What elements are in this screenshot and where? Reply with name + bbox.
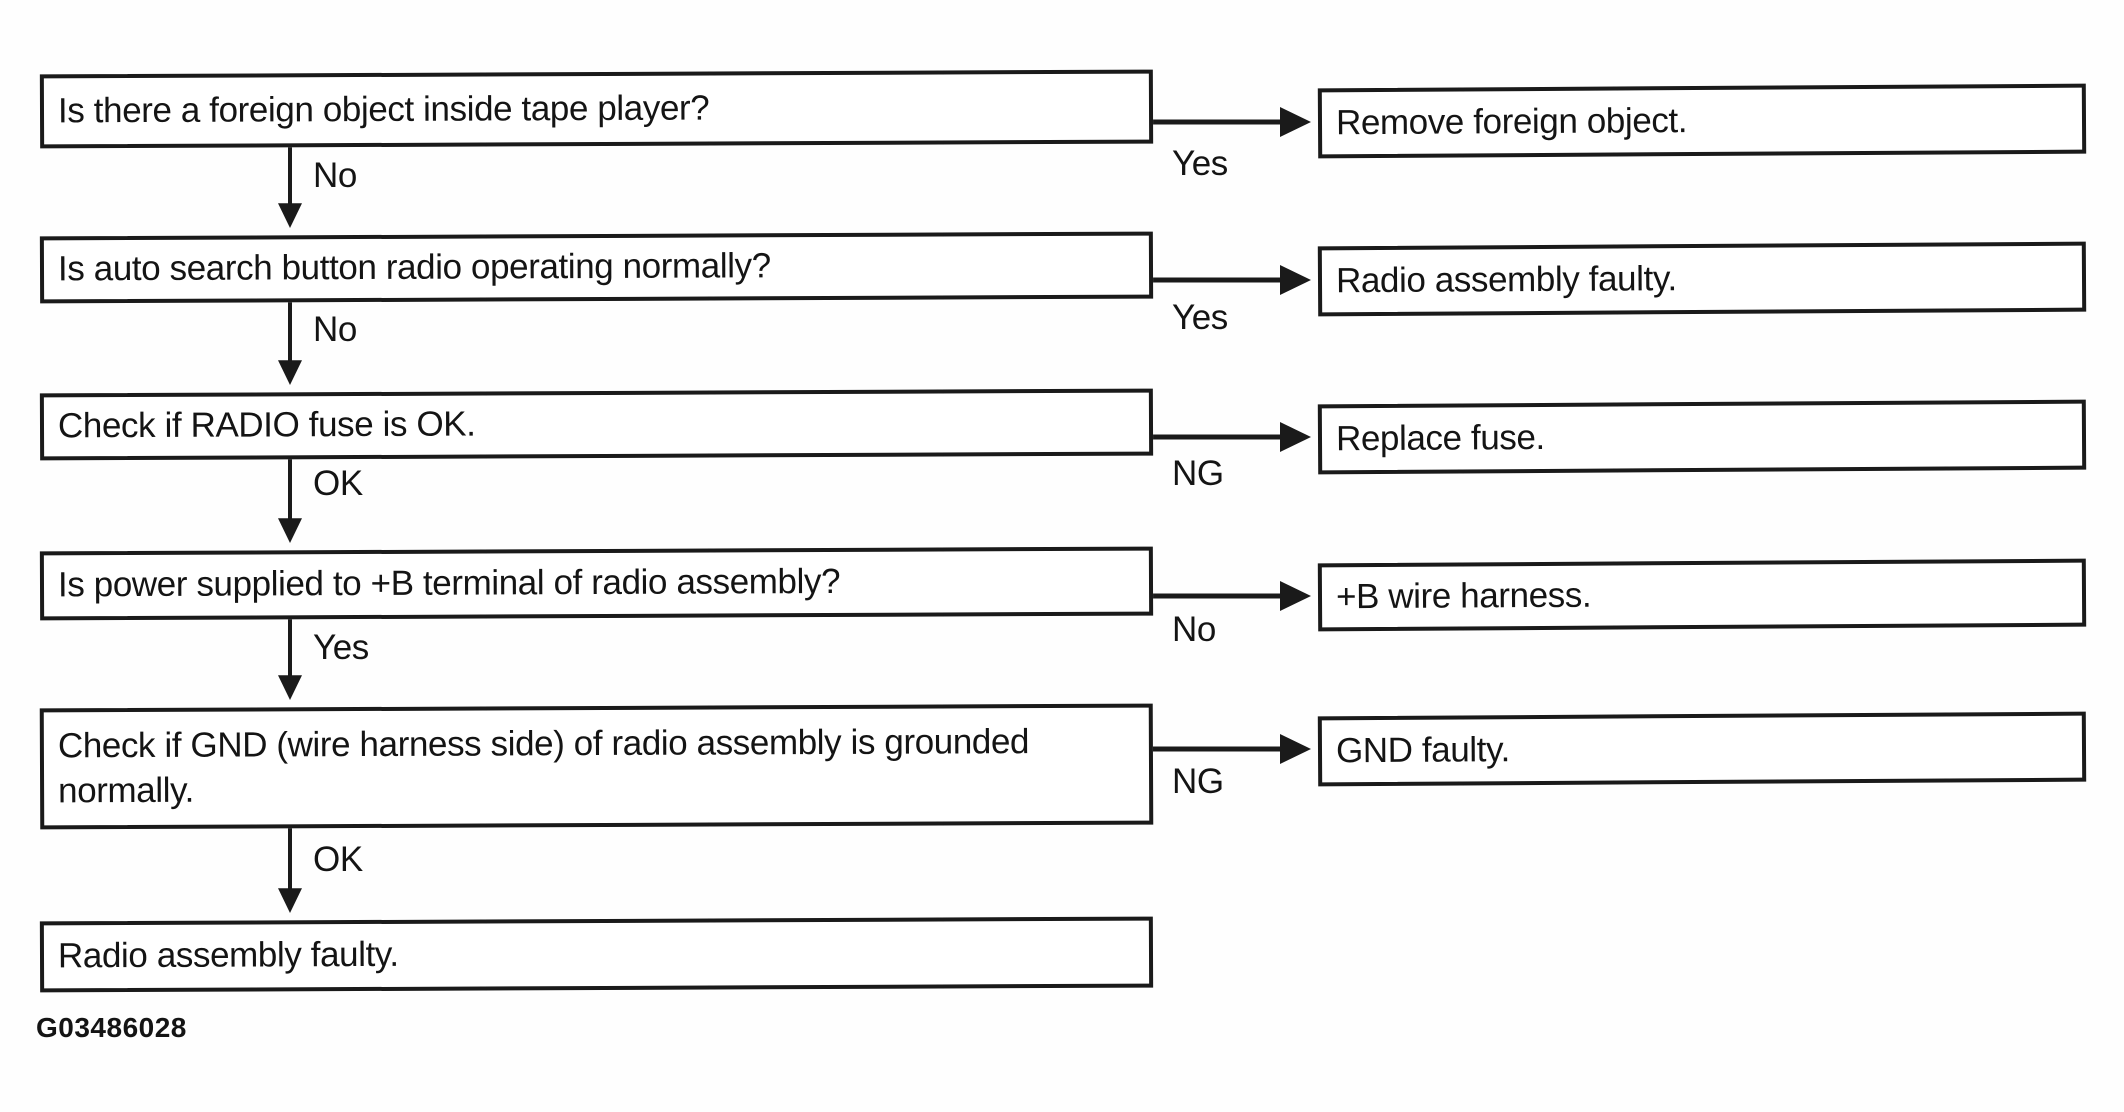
result-box-radio-assembly-faulty: Radio assembly faulty. [1317, 241, 2087, 317]
result-text: Replace fuse. [1335, 417, 1545, 458]
question-box-gnd-grounded: Check if GND (wire harness side) of radi… [39, 703, 1154, 830]
question-text: Is auto search button radio operating no… [57, 246, 771, 289]
question-text: Is there a foreign object inside tape pl… [57, 88, 710, 130]
result-text: GND faulty. [1335, 729, 1511, 770]
question-text: Check if GND (wire harness side) of radi… [57, 721, 1030, 810]
question-text: Check if RADIO fuse is OK. [57, 404, 476, 446]
branch-label-2: Yes [1172, 298, 1228, 337]
continue-label-5: OK [313, 840, 363, 879]
continue-label-3: OK [313, 464, 363, 503]
continue-label-2: No [313, 310, 357, 349]
result-box-remove-foreign-object: Remove foreign object. [1317, 83, 2087, 159]
result-box-b-wire-harness: +B wire harness. [1317, 558, 2087, 632]
continue-label-1: No [313, 156, 357, 195]
branch-label-1: Yes [1172, 144, 1228, 183]
question-text: Is power supplied to +B terminal of radi… [57, 562, 841, 605]
question-box-foreign-object: Is there a foreign object inside tape pl… [39, 69, 1154, 149]
figure-code: G03486028 [36, 1012, 187, 1043]
branch-label-5: NG [1172, 762, 1224, 801]
result-box-gnd-faulty: GND faulty. [1317, 711, 2087, 787]
result-text: Radio assembly faulty. [1335, 258, 1677, 300]
continue-label-4: Yes [313, 628, 369, 667]
final-result-box: Radio assembly faulty. [39, 916, 1154, 993]
result-box-replace-fuse: Replace fuse. [1317, 399, 2087, 475]
branch-label-4: No [1172, 610, 1216, 649]
final-result-text: Radio assembly faulty. [57, 934, 399, 976]
result-text: +B wire harness. [1335, 575, 1592, 616]
question-box-radio-fuse: Check if RADIO fuse is OK. [39, 388, 1154, 461]
question-box-b-terminal-power: Is power supplied to +B terminal of radi… [39, 546, 1154, 621]
branch-label-3: NG [1172, 454, 1224, 493]
question-box-auto-search: Is auto search button radio operating no… [39, 231, 1154, 304]
result-text: Remove foreign object. [1335, 100, 1688, 142]
